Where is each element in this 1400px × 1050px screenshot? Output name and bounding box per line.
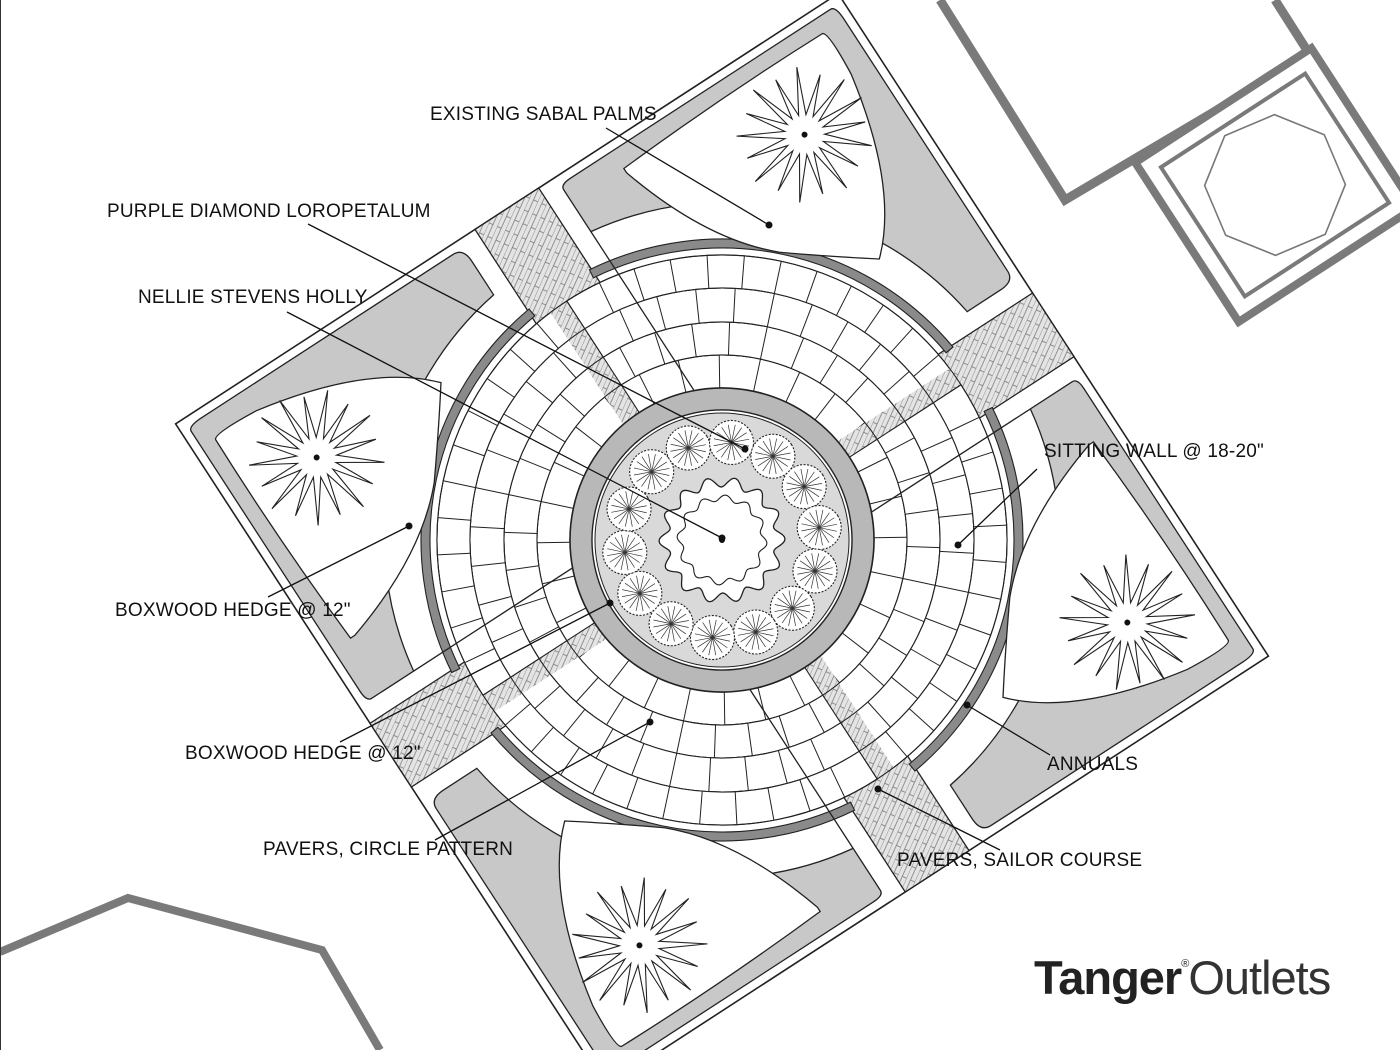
loropetalum-shrub (689, 614, 736, 661)
label-annuals: ANNUALS (1047, 754, 1139, 775)
loropetalum-shrub (602, 529, 648, 575)
label-existing-sabal-palms: EXISTING SABAL PALMS (430, 104, 657, 125)
plaza-quadrant-4 (190, 251, 717, 766)
label-purple-diamond-loropetalum: PURPLE DIAMOND LOROPETALUM (107, 201, 431, 222)
loropetalum-shrub (665, 425, 711, 471)
plaza-quadrant-3 (433, 545, 948, 1050)
label-sitting-wall: SITTING WALL @ 18-20" (1044, 441, 1264, 462)
loropetalum-shrub (733, 609, 779, 655)
loropetalum-shrub (792, 548, 838, 594)
label-pavers-sailor-course: PAVERS, SAILOR COURSE (897, 850, 1143, 871)
label-nellie-stevens-holly: NELLIE STEVENS HOLLY (138, 287, 368, 308)
loropetalum-shrub (796, 505, 842, 551)
label-pavers-circle-pattern: PAVERS, CIRCLE PATTERN (263, 839, 514, 860)
loropetalum-shrub (781, 464, 827, 510)
loropetalum-shrub (648, 601, 694, 647)
label-boxwood-hedge-upper: BOXWOOD HEDGE @ 12" (115, 600, 351, 621)
leader-dots (405, 221, 971, 793)
plaza-quadrant-1 (496, 8, 1011, 535)
tanger-outlets-logo: Tanger®Outlets (1034, 951, 1331, 1004)
octagon-structure (1129, 42, 1400, 328)
building-outline-bottom-left (0, 893, 384, 1050)
garden-plaza (174, 0, 1270, 1050)
loropetalum-shrub (606, 486, 652, 532)
plaza-quadrant-2 (727, 314, 1254, 829)
loropetalum-shrub (769, 585, 815, 631)
loropetalum-shrub (617, 570, 663, 616)
label-boxwood-hedge-lower: BOXWOOD HEDGE @ 12" (185, 743, 421, 764)
loropetalum-shrub (750, 433, 796, 479)
leader-lines (267, 127, 1051, 851)
